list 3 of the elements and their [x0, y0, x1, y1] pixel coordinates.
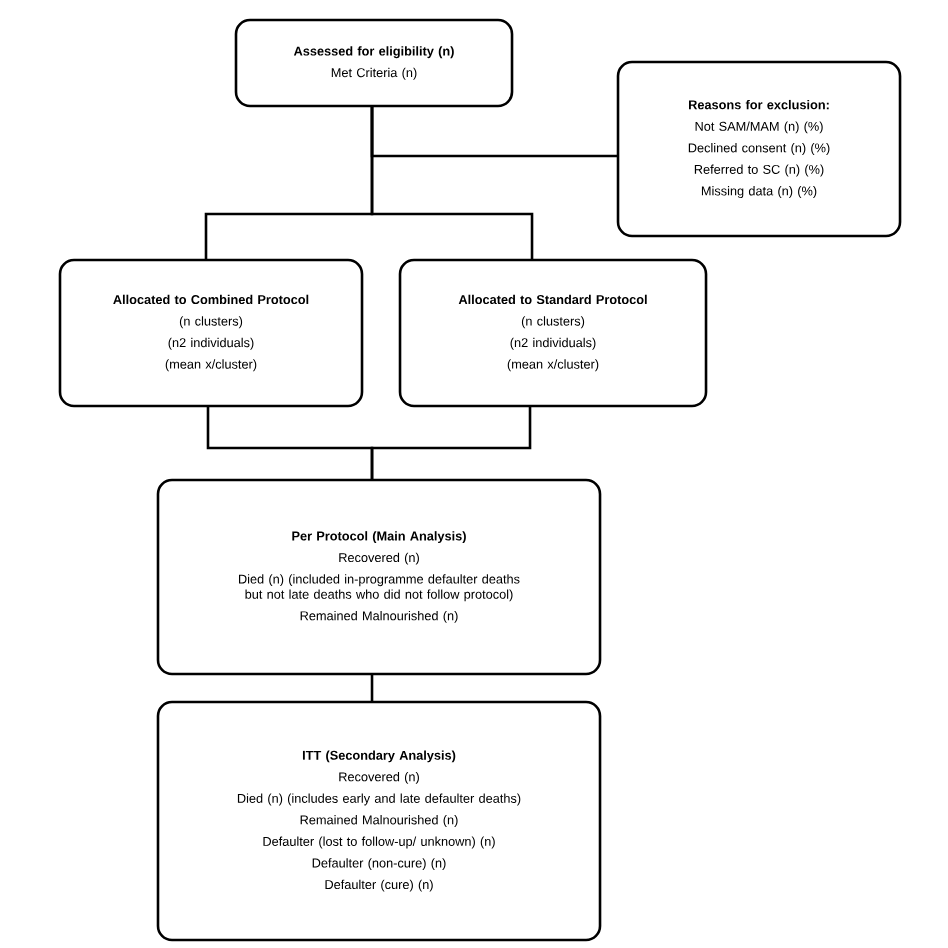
connector-line — [370, 406, 532, 480]
connector-line — [370, 674, 374, 702]
connector-line — [370, 105, 534, 260]
